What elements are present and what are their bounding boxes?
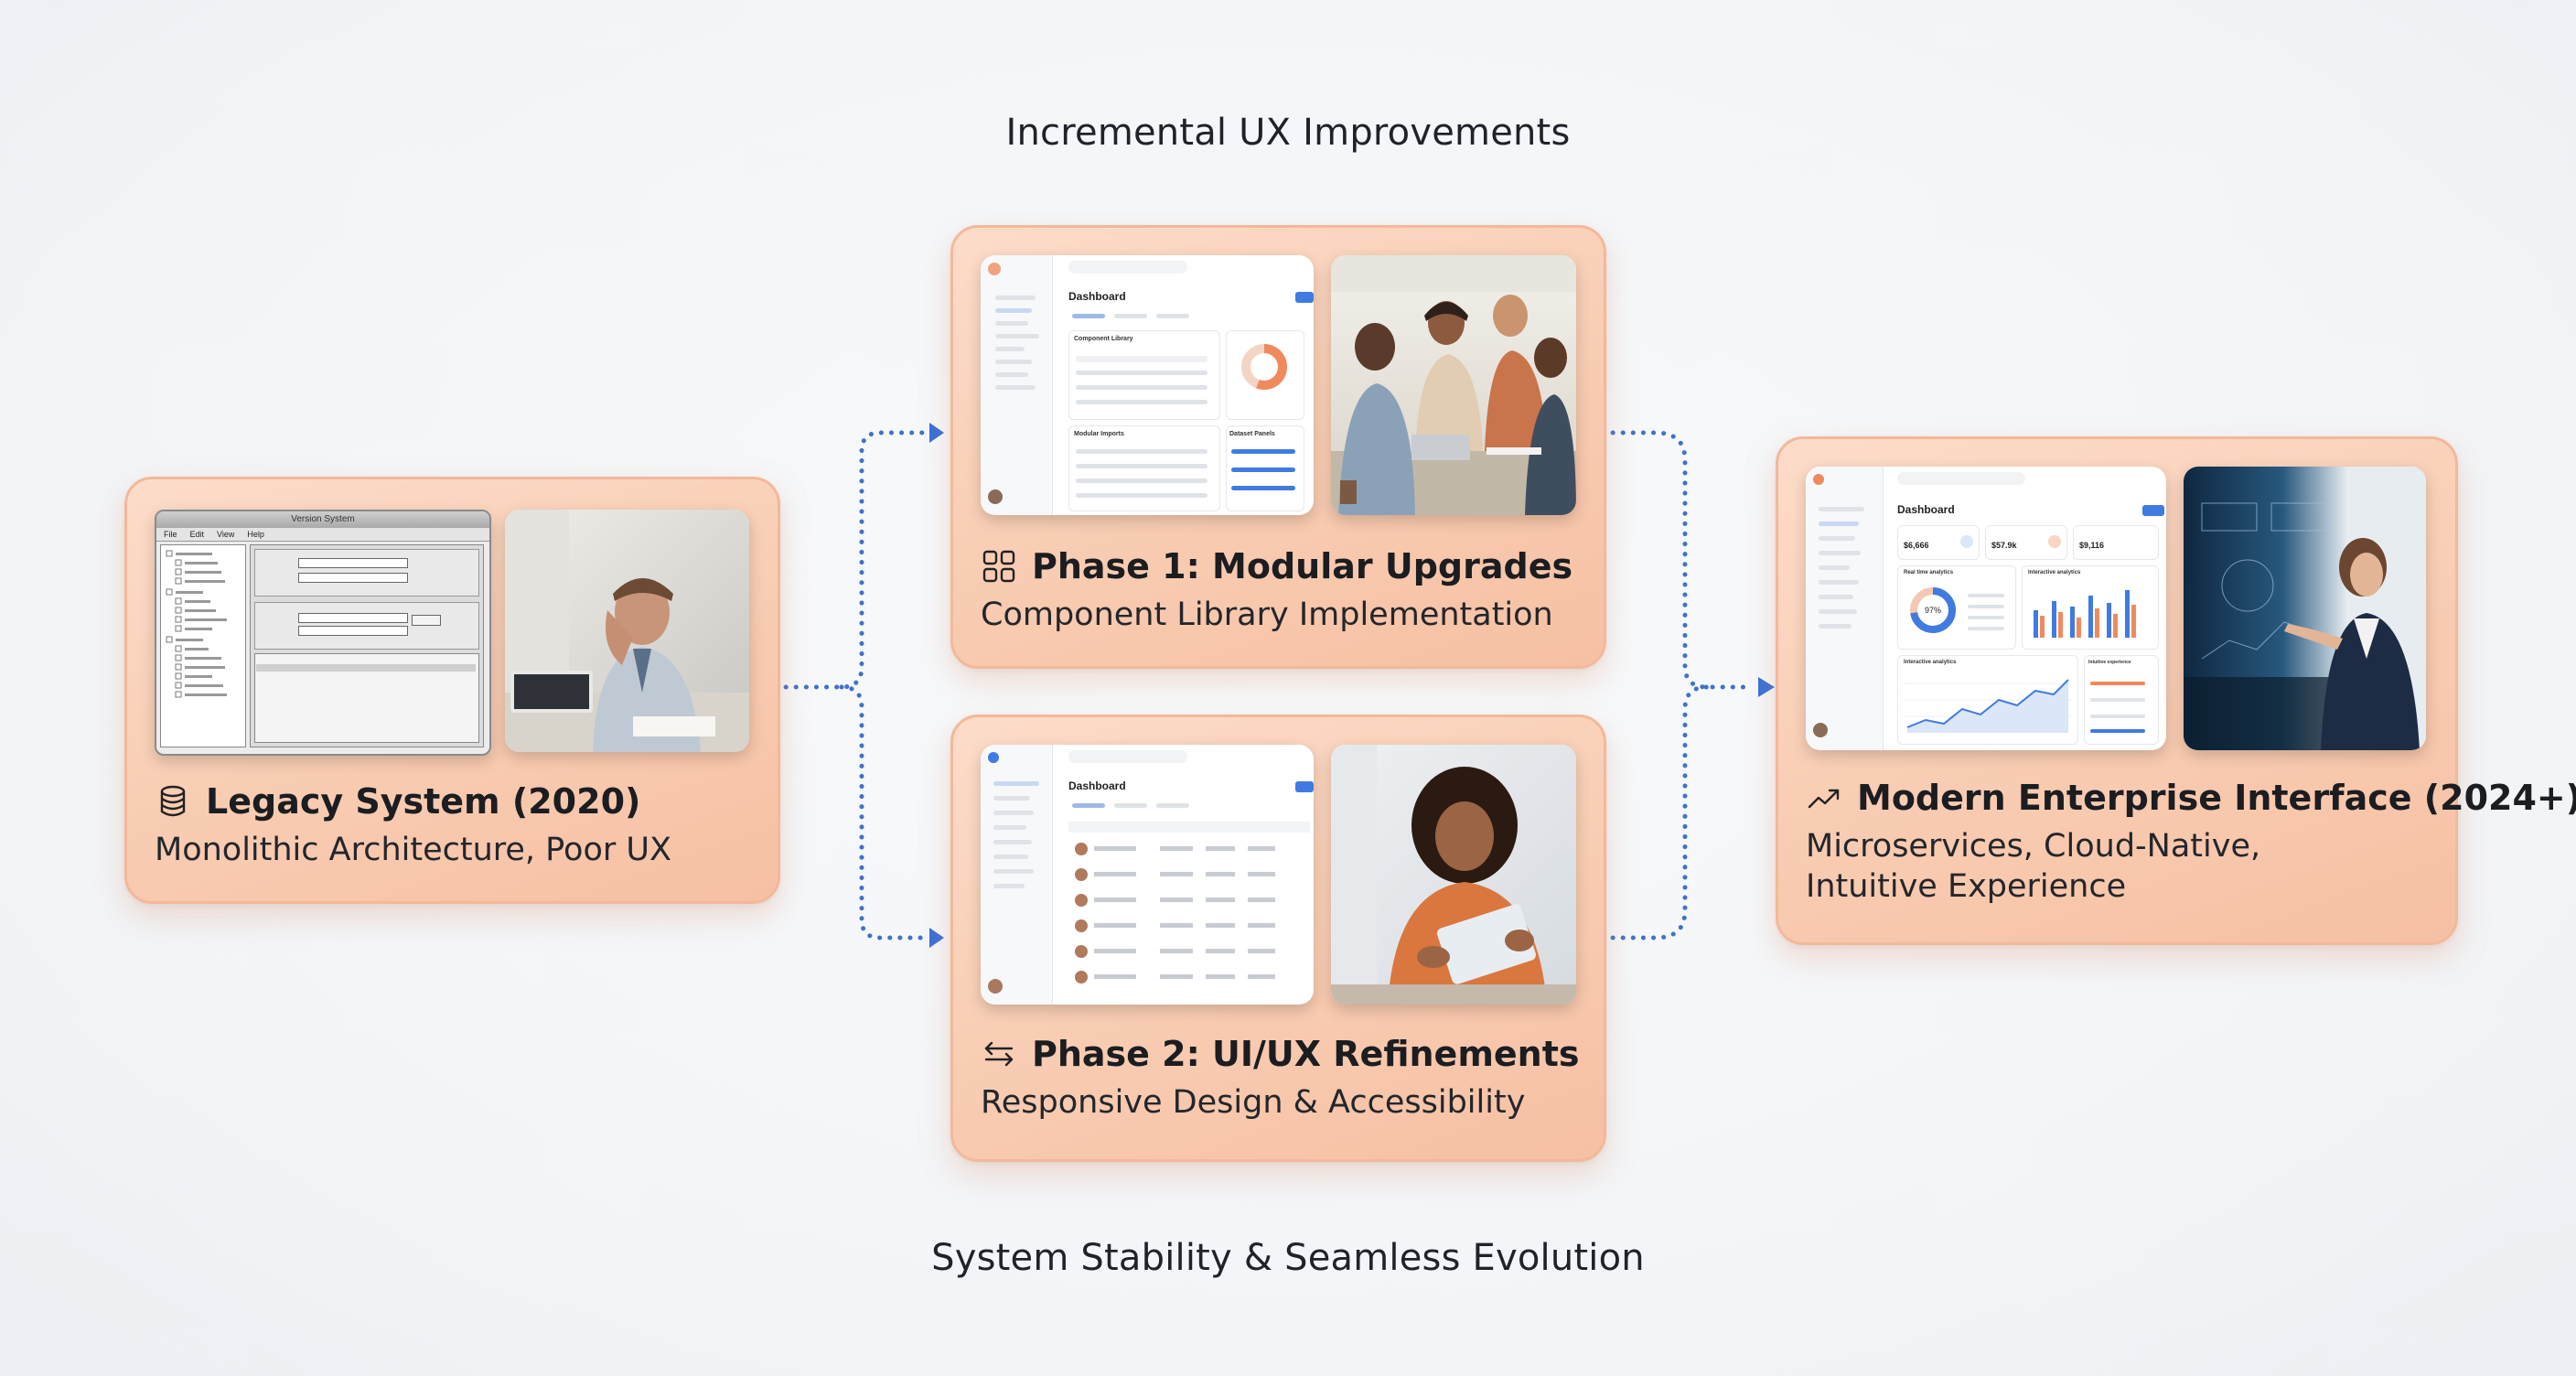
legacy-title-text: Legacy System (2020): [206, 781, 641, 822]
phase1-panel-label-2: Modular Imports: [1074, 431, 1124, 437]
phase2-subtitle: Responsive Design & Accessibility: [981, 1084, 1526, 1121]
stat-value-1: $6,666: [1904, 541, 1929, 550]
caption-bottom: System Stability & Seamless Evolution: [931, 1237, 1645, 1279]
arrow-to-phase1: [929, 423, 944, 443]
stat-card-3: $9,116: [2073, 525, 2159, 560]
card-modern-enterprise: Dashboard $6,666 $57.9k $9,116 Real time…: [1776, 436, 2576, 945]
connector-phase2-merge: [1600, 684, 1710, 941]
menu-view: View: [217, 530, 235, 539]
phase2-user-table: [1068, 822, 1310, 984]
phase2-photo: [1331, 745, 1576, 1005]
legacy-photo: [505, 510, 749, 752]
modern-title: Modern Enterprise Interface (2024+): [1806, 778, 2576, 818]
phase2-title-text: Phase 2: UI/UX Refinements: [1032, 1034, 1580, 1074]
legacy-tree-panel: [160, 544, 246, 747]
phase1-screen-title: Dashboard: [1068, 290, 1126, 303]
legacy-title: Legacy System (2020): [155, 781, 640, 822]
stat-value-3: $9,116: [2079, 541, 2105, 550]
arrow-to-phase2: [929, 928, 944, 948]
database-icon: [160, 785, 186, 817]
phase2-dashboard-screenshot: Dashboard: [981, 745, 1314, 1005]
phase2-screen-title: Dashboard: [1068, 779, 1126, 792]
modern-photo: [2184, 467, 2426, 750]
card-phase-1: Dashboard Component Library Modular Impo…: [950, 225, 1606, 669]
legacy-menubar: File Edit View Help: [156, 528, 489, 542]
phase1-panel-label: Component Library: [1074, 336, 1133, 342]
panel-realtime-label: Real time analytics: [1904, 570, 1954, 575]
connector-legacy-split: [773, 430, 928, 690]
modern-line-chart: [1904, 679, 2072, 733]
card-legacy-system: Version System File Edit View Help: [124, 477, 780, 904]
legacy-subtitle: Monolithic Architecture, Poor UX: [155, 832, 671, 868]
menu-file: File: [164, 530, 177, 539]
stat-card-2: $57.9k: [1985, 525, 2067, 560]
modern-screen-title: Dashboard: [1897, 503, 1955, 516]
phase1-subtitle: Component Library Implementation: [981, 597, 1553, 633]
legacy-titlebar: Version System: [156, 511, 489, 528]
phase1-donut: [1241, 344, 1287, 390]
arrows-icon: [984, 1041, 1014, 1067]
grid-icon: [982, 550, 1015, 583]
trend-up-icon: [1808, 789, 1840, 809]
panel-interactive-label: Interactive analytics: [2028, 570, 2081, 575]
phase2-title: Phase 2: UI/UX Refinements: [981, 1034, 1580, 1074]
phase1-panel-label-3: Dataset Panels: [1229, 431, 1275, 437]
modern-donut: 97%: [1910, 587, 1956, 633]
card-phase-2: Dashboard: [950, 715, 1606, 1162]
arrow-to-modern: [1758, 677, 1775, 697]
connector-phase1-merge: [1600, 430, 1752, 690]
phase1-dashboard-screenshot: Dashboard Component Library Modular Impo…: [981, 255, 1314, 515]
legacy-window-screenshot: Version System File Edit View Help: [155, 510, 491, 756]
modern-subtitle: Microservices, Cloud-Native, Intuitive E…: [1806, 828, 2261, 905]
stat-card-1: $6,666: [1897, 525, 1980, 560]
panel-line-label: Interactive analytics: [1904, 660, 1957, 665]
modern-bar-chart: [2034, 590, 2136, 638]
phase1-title: Phase 1: Modular Upgrades: [981, 546, 1572, 586]
connector-legacy-split-down: [839, 684, 928, 941]
legacy-form-panel: [250, 544, 484, 747]
caption-top: Incremental UX Improvements: [1005, 112, 1571, 154]
modern-dashboard-screenshot: Dashboard $6,666 $57.9k $9,116 Real time…: [1806, 467, 2166, 750]
panel-intuitive-label: Intuitive experience: [2088, 660, 2131, 665]
menu-edit: Edit: [189, 530, 205, 539]
phase1-photo: [1331, 255, 1576, 515]
modern-title-text: Modern Enterprise Interface (2024+): [1857, 778, 2576, 818]
menu-help: Help: [247, 530, 264, 539]
stat-value-2: $57.9k: [1991, 541, 2017, 550]
donut-label: 97%: [1925, 606, 1941, 615]
phase1-title-text: Phase 1: Modular Upgrades: [1032, 546, 1573, 586]
